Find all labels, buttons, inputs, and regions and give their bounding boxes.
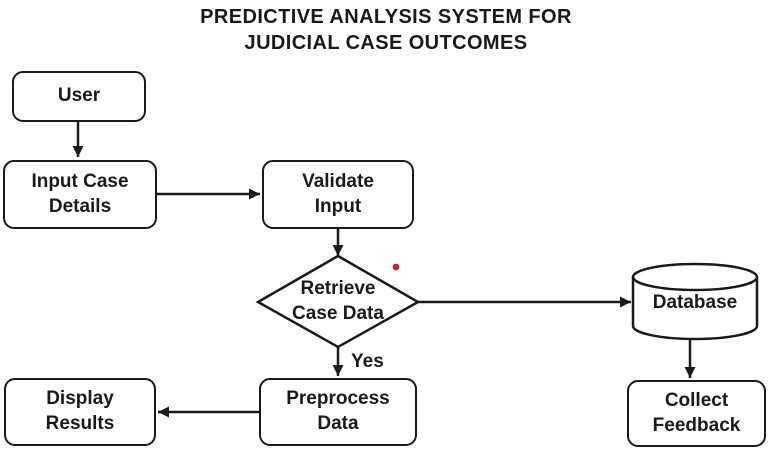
node-validate-input-label: Validate Input [302,170,374,217]
node-user: User [12,71,146,122]
node-preprocess-data: Preprocess Data [259,378,417,446]
node-user-label: User [57,85,101,107]
node-input-case-details-label: Input Case Details [31,170,129,217]
diamond-retrieve-case-data-shape [255,254,421,349]
node-display-results-label: Display Results [45,388,115,434]
database-cylinder-body [631,277,759,341]
diagram-title: PREDICTIVE ANALYSIS SYSTEM FOR JUDICIAL … [200,6,572,55]
node-collect-feedback: Collect Feedback [627,380,766,447]
node-input-case-details: Input Case Details [3,160,157,229]
edge-label-yes: Yes [351,351,384,372]
database-cylinder-top [631,262,759,292]
red-dot-annotation [392,263,400,271]
node-display-results: Display Results [4,378,156,446]
node-preprocess-data-label: Preprocess Data [286,388,390,434]
node-validate-input: Validate Input [262,160,414,229]
node-collect-feedback-label: Collect Feedback [652,389,741,436]
